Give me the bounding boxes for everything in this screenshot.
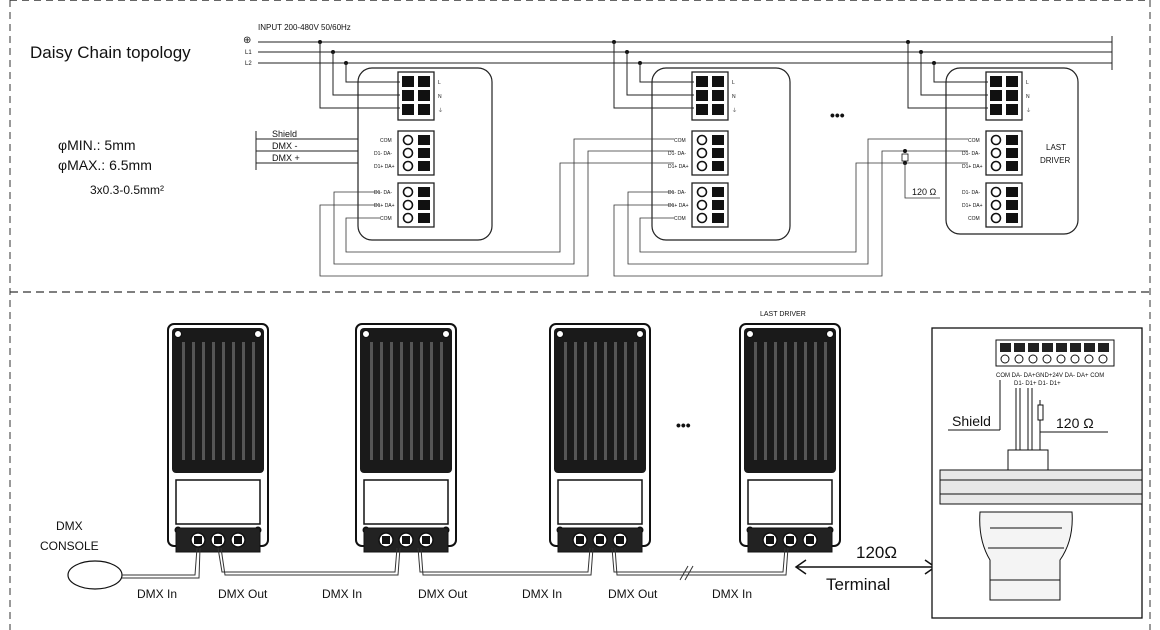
svg-text:COM: COM (380, 216, 392, 222)
resistor-label: 120 Ω (912, 187, 937, 197)
svg-text:⏚: ⏚ (732, 107, 737, 114)
power-bus (258, 36, 1113, 70)
svg-text:⏚: ⏚ (1026, 107, 1031, 114)
svg-text:L: L (438, 80, 441, 86)
driver-unit-4 (739, 323, 841, 553)
svg-text:COM: COM (968, 216, 980, 222)
signal-label-dmx-plus: DMX + (272, 153, 300, 163)
installation-last-driver-label: LAST DRIVER (760, 311, 806, 318)
svg-text:D1+ DA+: D1+ DA+ (962, 203, 983, 209)
terminal-ohm: 120Ω (856, 543, 897, 562)
svg-text:D1+ DA+: D1+ DA+ (962, 164, 983, 170)
driver-unit-3 (549, 323, 651, 553)
svg-text:D1+ DA+: D1+ DA+ (668, 203, 689, 209)
topology-title: Daisy Chain topology (30, 43, 191, 62)
installation-view: LAST DRIVER ••• DMX CONSOLE DMX In DMX O… (40, 311, 1143, 619)
driver-unit-2 (355, 323, 457, 553)
dmx-console (67, 560, 123, 590)
frame (9, 0, 1151, 630)
svg-text:COM: COM (968, 138, 980, 144)
last-driver-label-1: LAST (1046, 143, 1066, 152)
termination-resistor (901, 149, 940, 199)
svg-text:N: N (732, 94, 736, 100)
terminal-detail-view: COM DA- DA+GND+24V DA- DA+ COM D1- D1+ D… (931, 327, 1143, 619)
detail-resistor-label: 120 Ω (1056, 415, 1094, 431)
last-driver-label-2: DRIVER (1040, 156, 1070, 165)
svg-text:D1+ DA+: D1+ DA+ (374, 164, 395, 170)
schematic-driver-2: L N ⏚ COM D1- DA- D1+ DA+ D1- DA- D1+ DA+ COM (651, 67, 791, 241)
terminal-arrow (794, 559, 937, 575)
schematic-ellipsis: ••• (830, 107, 845, 123)
svg-text:D1- DA-: D1- DA- (374, 190, 392, 196)
svg-text:COM: COM (674, 138, 686, 144)
cable-label-3: DMX In (322, 587, 362, 601)
svg-text:⏚: ⏚ (438, 107, 443, 114)
cable-spec: 3x0.3-0.5mm² (90, 183, 164, 197)
console-label-2: CONSOLE (40, 539, 99, 553)
console-label-1: DMX (56, 519, 83, 533)
installation-ellipsis: ••• (676, 417, 691, 433)
schematic-driver-1: L N ⏚ COM D1- DA- D1+ DA+ D1- DA- D1+ DA+ COM (357, 67, 493, 241)
svg-text:L: L (732, 80, 735, 86)
svg-text:COM: COM (380, 138, 392, 144)
cable-label-6: DMX Out (608, 587, 658, 601)
wiring-schematic: Daisy Chain topology ⊕ INPUT 200-480V 50… (30, 23, 1113, 277)
cable-label-1: DMX In (137, 587, 177, 601)
detail-pin-row-2: D1- D1+ D1- D1+ (1014, 381, 1061, 387)
svg-text:D1- DA-: D1- DA- (962, 190, 980, 196)
svg-text:D1+ DA+: D1+ DA+ (374, 203, 395, 209)
svg-text:D1- DA-: D1- DA- (668, 151, 686, 157)
svg-text:D1- DA-: D1- DA- (668, 190, 686, 196)
svg-text:L: L (1026, 80, 1029, 86)
dmx-chain-wiring (319, 138, 968, 277)
ground-symbol: ⊕ (243, 35, 251, 46)
power-drops (318, 40, 988, 109)
cable-label-4: DMX Out (418, 587, 468, 601)
cable-max: φMAX.: 6.5mm (58, 157, 152, 173)
cable-label-5: DMX In (522, 587, 562, 601)
dmx-cables (122, 547, 789, 581)
detail-shield-label: Shield (952, 413, 991, 429)
input-label: INPUT 200-480V 50/60Hz (258, 23, 351, 32)
detail-pin-row-1: COM DA- DA+GND+24V DA- DA+ COM (996, 373, 1104, 379)
svg-text:N: N (1026, 94, 1030, 100)
signal-label-dmx-minus: DMX - (272, 141, 298, 151)
svg-text:D1+ DA+: D1+ DA+ (668, 164, 689, 170)
line-label-l1: L1 (245, 50, 252, 56)
driver-unit-1 (167, 323, 269, 553)
svg-text:D1- DA-: D1- DA- (374, 151, 392, 157)
terminal-label: Terminal (826, 575, 890, 594)
line-label-l2: L2 (245, 61, 252, 67)
cable-label-7: DMX In (712, 587, 752, 601)
cable-label-2: DMX Out (218, 587, 268, 601)
svg-text:D1- DA-: D1- DA- (962, 151, 980, 157)
signal-label-shield: Shield (272, 129, 297, 139)
svg-text:N: N (438, 94, 442, 100)
svg-text:COM: COM (674, 216, 686, 222)
cable-min: φMIN.: 5mm (58, 137, 136, 153)
